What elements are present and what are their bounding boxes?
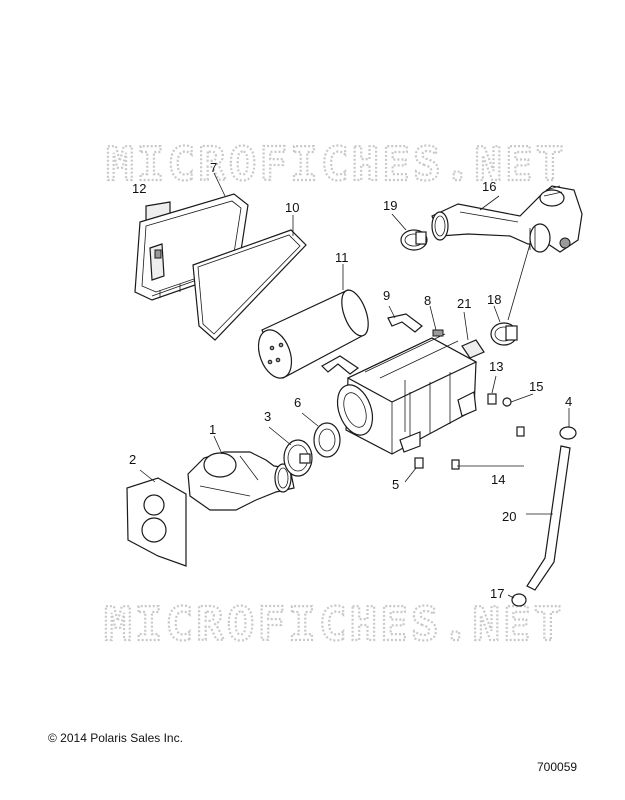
part-11-air-filter <box>257 289 369 379</box>
part-13-fastener <box>487 393 497 405</box>
part-6-coupler <box>313 422 341 458</box>
callout-12: 12 <box>132 181 146 196</box>
callout-3: 3 <box>264 409 271 424</box>
callout-8: 8 <box>424 293 431 308</box>
part-20-drain-hose <box>526 445 571 591</box>
callout-16: 16 <box>482 179 496 194</box>
callout-17: 17 <box>490 586 504 601</box>
callout-21: 21 <box>457 296 471 311</box>
part-14-screws <box>451 426 525 470</box>
callout-5: 5 <box>392 477 399 492</box>
part-2-seal-plate <box>126 477 187 567</box>
callout-10: 10 <box>285 200 299 215</box>
part-17-clamp <box>511 593 527 607</box>
part-18-clamp <box>490 322 518 346</box>
document-number: 700059 <box>537 760 578 774</box>
part-10-gasket <box>192 229 307 341</box>
callout-6: 6 <box>294 395 301 410</box>
part-16-outlet-duct <box>431 185 583 253</box>
callout-19: 19 <box>383 198 397 213</box>
callout-numbers: 1 2 3 4 5 6 7 8 9 10 11 12 13 14 15 16 1… <box>129 160 572 601</box>
copyright-notice: © 2014 Polaris Sales Inc. <box>48 731 183 745</box>
callout-4: 4 <box>565 394 572 409</box>
callout-18: 18 <box>487 292 501 307</box>
callout-2: 2 <box>129 452 136 467</box>
part-9-clip-upper <box>387 313 423 333</box>
callout-1: 1 <box>209 422 216 437</box>
leader-lines <box>139 172 570 599</box>
part-15-screw <box>502 397 512 407</box>
callout-15: 15 <box>529 379 543 394</box>
callout-7: 7 <box>210 160 217 175</box>
part-19-clamp <box>400 229 428 251</box>
watermark-bottom: MICROFICHES.NET <box>104 597 564 651</box>
part-5-fastener <box>414 457 424 469</box>
callout-11: 11 <box>335 250 349 265</box>
watermark-top: MICROFICHES.NET <box>106 137 566 191</box>
callout-14: 14 <box>491 472 505 487</box>
callout-9: 9 <box>383 288 390 303</box>
part-8-airbox-housing <box>336 329 478 455</box>
callout-13: 13 <box>489 359 503 374</box>
part-1-inlet-duct <box>187 451 295 511</box>
part-4-clamp <box>559 426 577 440</box>
callout-20: 20 <box>502 509 516 524</box>
part-21-label <box>461 339 485 359</box>
part-3-clamp <box>283 439 313 477</box>
part-9-clip-lower <box>321 355 360 375</box>
